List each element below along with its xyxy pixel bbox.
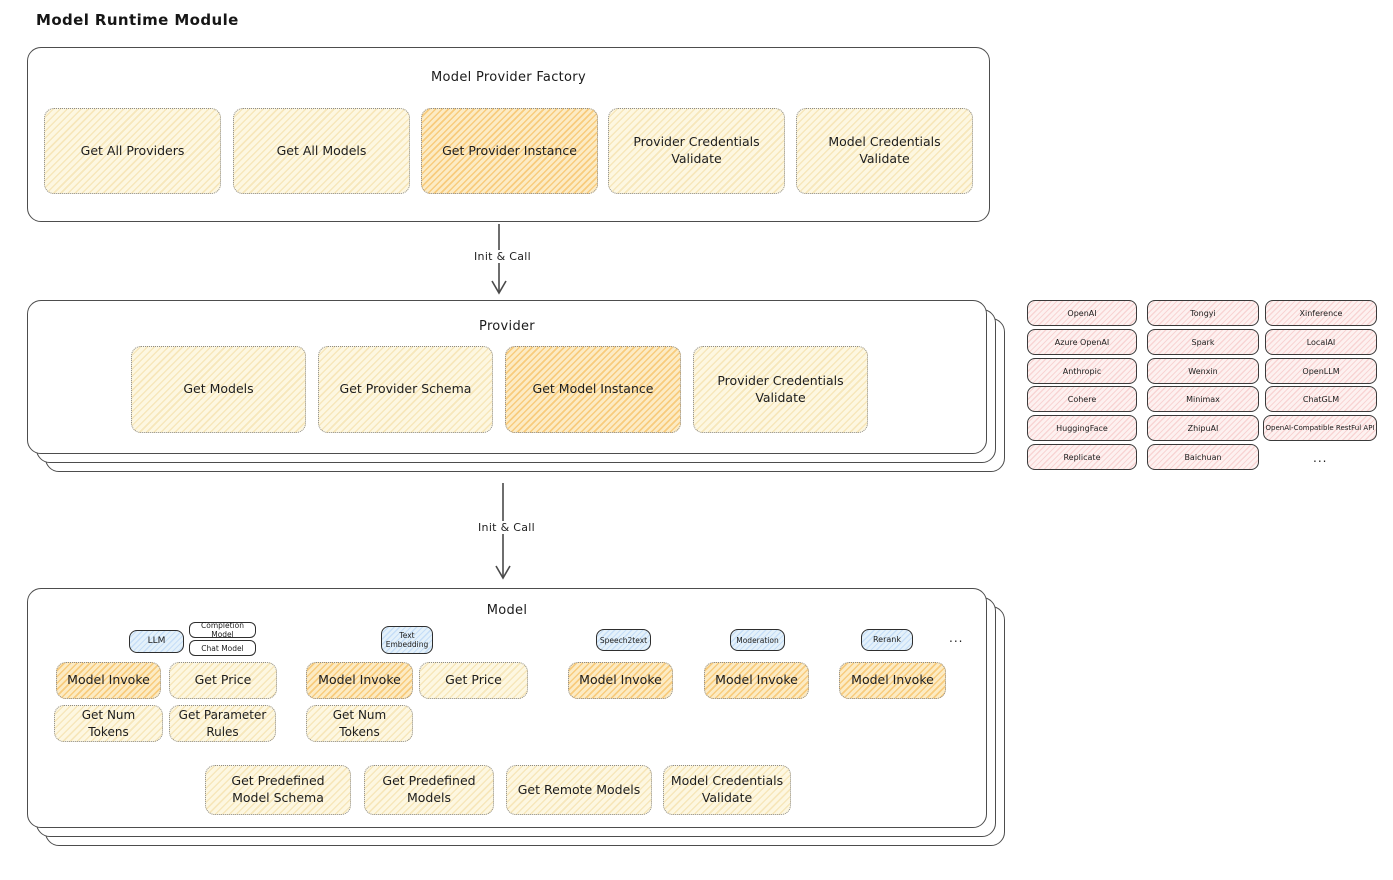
tag-rerank: Rerank	[861, 629, 913, 651]
factory-card: Model Provider Factory Get All Providers…	[27, 47, 990, 222]
model-box-invoke-llm: Model Invoke	[56, 662, 161, 699]
tag-moderation: Moderation	[730, 629, 785, 651]
model-box-model-credentials-validate: Model Credentials Validate	[663, 765, 791, 815]
model-tags-more-ellipsis: ...	[949, 631, 964, 645]
arrow-bottom-label: Init & Call	[475, 521, 538, 534]
tag-completion-model: Completion Model	[189, 621, 256, 639]
provider-cell-azure-openai: Azure OpenAI	[1027, 329, 1137, 355]
provider-cell-anthropic: Anthropic	[1027, 358, 1137, 384]
provider-cell-openllm: OpenLLM	[1265, 358, 1377, 384]
model-box-invoke-rerank: Model Invoke	[839, 662, 946, 699]
provider-card-title: Provider	[479, 319, 535, 334]
arrow-top-label: Init & Call	[471, 250, 534, 263]
model-box-get-predefined-models: Get Predefined Models	[364, 765, 494, 815]
model-box-get-num-tokens-llm: Get Num Tokens	[54, 705, 163, 742]
tag-speech2text: Speech2text	[596, 629, 651, 651]
tag-text-embedding: Text Embedding	[381, 626, 433, 654]
provider-card: Provider Get Models Get Provider Schema …	[27, 300, 987, 454]
provider-box-get-model-instance: Get Model Instance	[505, 346, 681, 433]
provider-cell-xinference: Xinference	[1265, 300, 1377, 326]
page-title: Model Runtime Module	[36, 11, 239, 29]
model-card-title: Model	[486, 603, 528, 618]
model-box-get-remote-models: Get Remote Models	[506, 765, 652, 815]
factory-box-provider-credentials-validate: Provider Credentials Validate	[608, 108, 785, 194]
factory-box-get-all-providers: Get All Providers	[44, 108, 221, 194]
model-box-invoke-moderation: Model Invoke	[704, 662, 809, 699]
provider-box-provider-credentials-validate: Provider Credentials Validate	[693, 346, 868, 433]
provider-cell-tongyi: Tongyi	[1147, 300, 1259, 326]
model-box-get-num-tokens-embedding: Get Num Tokens	[306, 705, 413, 742]
provider-cell-spark: Spark	[1147, 329, 1259, 355]
factory-box-get-all-models: Get All Models	[233, 108, 410, 194]
provider-cell-baichuan: Baichuan	[1147, 444, 1259, 470]
provider-cell-zhipuai: ZhipuAI	[1147, 415, 1259, 441]
factory-card-title: Model Provider Factory	[431, 70, 586, 85]
tag-chat-model: Chat Model	[189, 640, 256, 656]
provider-cell-openai: OpenAI	[1027, 300, 1137, 326]
model-box-get-predefined-model-schema: Get Predefined Model Schema	[205, 765, 351, 815]
model-box-invoke-speech2text: Model Invoke	[568, 662, 673, 699]
model-box-invoke-embedding: Model Invoke	[306, 662, 413, 699]
provider-cell-localai: LocalAI	[1265, 329, 1377, 355]
factory-box-get-provider-instance: Get Provider Instance	[421, 108, 598, 194]
model-box-get-price-llm: Get Price	[169, 662, 277, 699]
provider-box-get-models: Get Models	[131, 346, 306, 433]
tag-llm: LLM	[129, 630, 184, 653]
provider-cell-huggingface: HuggingFace	[1027, 415, 1137, 441]
model-box-get-parameter-rules: Get Parameter Rules	[169, 705, 276, 742]
provider-box-get-provider-schema: Get Provider Schema	[318, 346, 493, 433]
provider-cell-wenxin: Wenxin	[1147, 358, 1259, 384]
providers-more-ellipsis: ...	[1313, 451, 1328, 465]
provider-cell-minimax: Minimax	[1147, 386, 1259, 412]
model-card: Model LLM Completion Model Chat Model Te…	[27, 588, 987, 828]
factory-box-model-credentials-validate: Model Credentials Validate	[796, 108, 973, 194]
model-box-get-price-embedding: Get Price	[419, 662, 528, 699]
provider-cell-chatglm: ChatGLM	[1265, 386, 1377, 412]
provider-cell-cohere: Cohere	[1027, 386, 1137, 412]
provider-cell-openai-compatible: OpenAI-Compatible RestFul API	[1263, 415, 1377, 441]
provider-cell-replicate: Replicate	[1027, 444, 1137, 470]
